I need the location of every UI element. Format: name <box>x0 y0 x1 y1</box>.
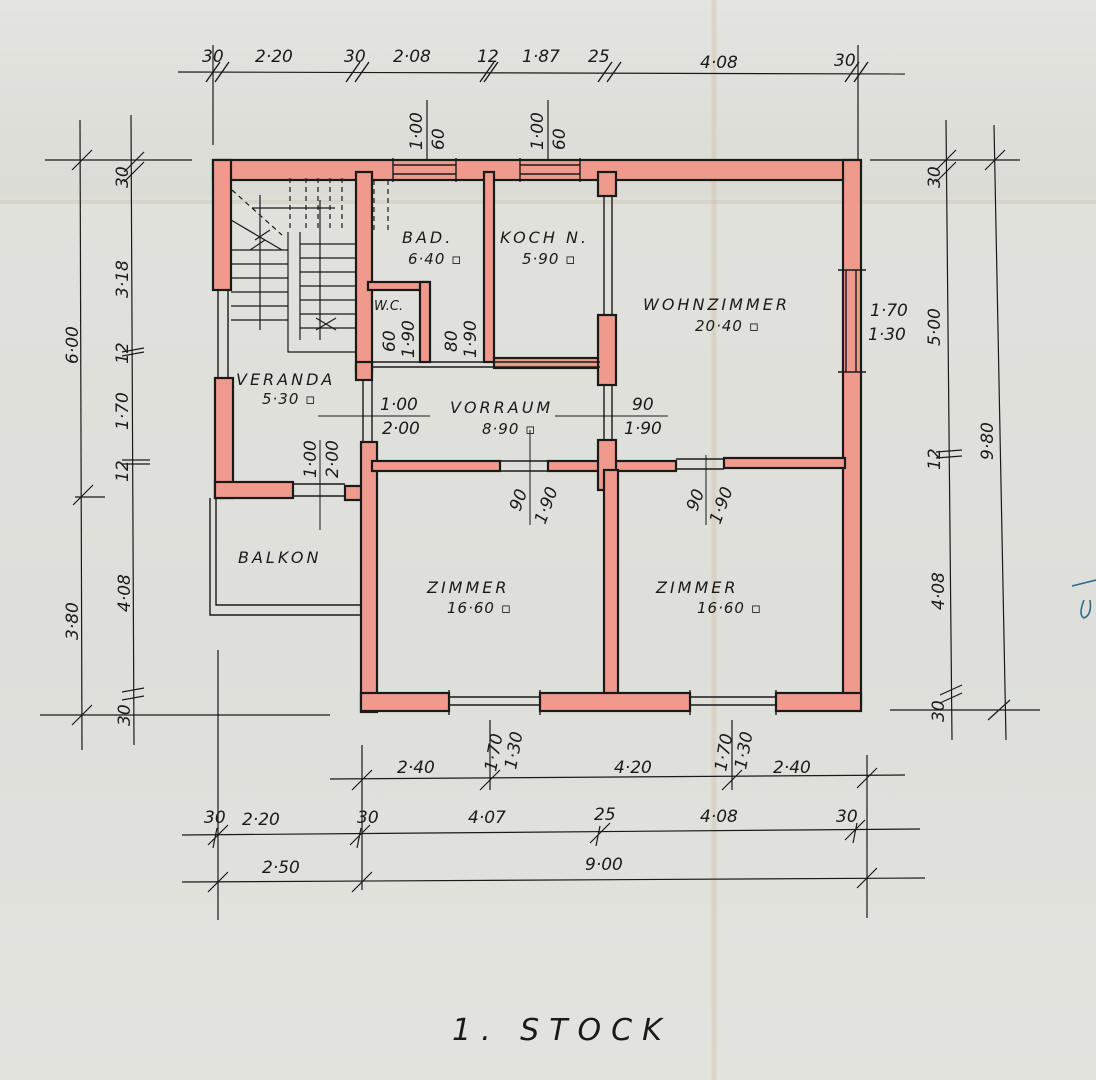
dim-zimmer1-door-h: 1·90 <box>531 484 563 526</box>
dim-kitchen-door-h: 1·90 <box>624 419 662 439</box>
staircase <box>230 178 389 353</box>
dim-top-208: 2·08 <box>393 47 431 67</box>
dim-right-12: 12 <box>925 448 945 470</box>
dim-window-top1-w: 1·00 <box>407 112 427 150</box>
room-area-wohnzimmer: 20·40 ▫ <box>695 317 760 335</box>
balcony-railing <box>209 498 360 616</box>
dim-right-980: 9·80 <box>978 422 998 460</box>
dim-top-12: 12 <box>477 47 499 67</box>
dim-top-30b: 30 <box>344 47 366 67</box>
dim-bottom2-30a: 30 <box>204 808 226 828</box>
dim-bottom2-408: 4·08 <box>700 807 738 827</box>
margin-annotation-mark <box>1071 579 1096 619</box>
room-area-zimmer-1: 16·60 ▫ <box>447 599 512 617</box>
dim-wohn-window-h: 1·30 <box>868 325 906 345</box>
dimension-lines <box>40 45 1040 920</box>
room-name-wohnzimmer: WOHNZIMMER <box>643 295 790 314</box>
room-name-veranda: VERANDA <box>236 370 335 389</box>
dim-window-top2-w: 1·00 <box>528 112 548 150</box>
room-area-vorraum: 8·90 ▫ <box>482 420 536 438</box>
dim-left-12a: 12 <box>113 342 133 364</box>
room-name-bad: BAD. <box>402 228 453 247</box>
room-labels: BAD. 6·40 ▫ KOCH N. 5·90 ▫ WOHNZIMMER 20… <box>236 228 790 617</box>
room-name-zimmer-1: ZIMMER <box>426 578 510 597</box>
room-area-veranda: 5·30 ▫ <box>262 390 316 408</box>
dim-top-187: 1·87 <box>522 47 560 67</box>
dim-top-220: 2·20 <box>255 47 293 67</box>
paper-fold-horizontal <box>0 200 1096 204</box>
dim-window-top2-h: 60 <box>550 128 570 150</box>
dim-left-30b: 30 <box>115 704 135 726</box>
dim-bottom1-420: 4·20 <box>614 758 652 778</box>
room-name-balkon: BALKON <box>238 548 321 567</box>
dim-left-380: 3·80 <box>63 602 83 640</box>
dim-bottom3-250: 2·50 <box>262 858 300 878</box>
drawing-title: 1. STOCK <box>452 1013 672 1048</box>
dim-left-12b: 12 <box>113 460 133 482</box>
paper-fold-vertical <box>710 0 718 1080</box>
room-area-kochnische: 5·90 ▫ <box>522 250 576 268</box>
dim-bottom2-30c: 30 <box>836 807 858 827</box>
dim-bad-door-w: 80 <box>442 330 462 352</box>
openings <box>217 158 866 715</box>
dim-top-30a: 30 <box>202 47 224 67</box>
dim-right-30b: 30 <box>929 700 949 722</box>
room-area-zimmer-2: 16·60 ▫ <box>697 599 762 617</box>
dim-left-30a: 30 <box>113 166 133 188</box>
dim-bottom2-25: 25 <box>594 805 616 825</box>
dim-balcony-door-w: 1·00 <box>301 440 321 478</box>
dim-bottom1-240a: 2·40 <box>397 758 435 778</box>
dim-right-500: 5·00 <box>925 308 945 346</box>
dim-left-318: 3·18 <box>113 260 133 298</box>
room-area-bad: 6·40 ▫ <box>408 250 462 268</box>
room-name-wc: W.C. <box>374 299 403 314</box>
room-name-zimmer-2: ZIMMER <box>655 578 739 597</box>
dim-bottom2-30b: 30 <box>357 808 379 828</box>
dim-kitchen-door-w: 90 <box>632 395 654 415</box>
dim-bottom2-407: 4·07 <box>468 808 506 828</box>
dim-top-30c: 30 <box>834 51 856 71</box>
dim-bottom2-220: 2·20 <box>242 810 280 830</box>
dim-left-170: 1·70 <box>113 392 133 430</box>
dim-top-408: 4·08 <box>700 53 738 73</box>
dim-right-408: 4·08 <box>929 572 949 610</box>
dim-left-600: 6·00 <box>63 326 83 364</box>
dim-bad-door-h: 1·90 <box>461 320 481 358</box>
room-name-vorraum: VORRAUM <box>450 398 553 417</box>
dim-wohn-window-w: 1·70 <box>870 301 908 321</box>
dim-left-408: 4·08 <box>115 574 135 612</box>
dim-balcony-door-h: 2·00 <box>323 440 343 478</box>
dim-top-25: 25 <box>588 47 610 67</box>
dimension-texts: 30 2·20 30 2·08 12 1·87 25 4·08 30 1·00 … <box>63 47 998 878</box>
dim-window-top1-h: 60 <box>429 128 449 150</box>
dim-wc-door-h: 1·90 <box>399 320 419 358</box>
room-name-kochnische: KOCH N. <box>500 228 589 247</box>
dim-bottom3-900: 9·00 <box>585 855 623 875</box>
dim-zimmer1-door-w: 90 <box>506 487 532 514</box>
dim-bottom1-240b: 2·40 <box>773 758 811 778</box>
dim-zimmer2-door-h: 1·90 <box>706 484 738 526</box>
dim-entry-w: 1·00 <box>380 395 418 415</box>
dim-wc-door-w: 60 <box>380 330 400 352</box>
dim-entry-h: 2·00 <box>382 419 420 439</box>
dim-zimmer2-door-w: 90 <box>683 487 709 514</box>
dim-right-30a: 30 <box>925 166 945 188</box>
